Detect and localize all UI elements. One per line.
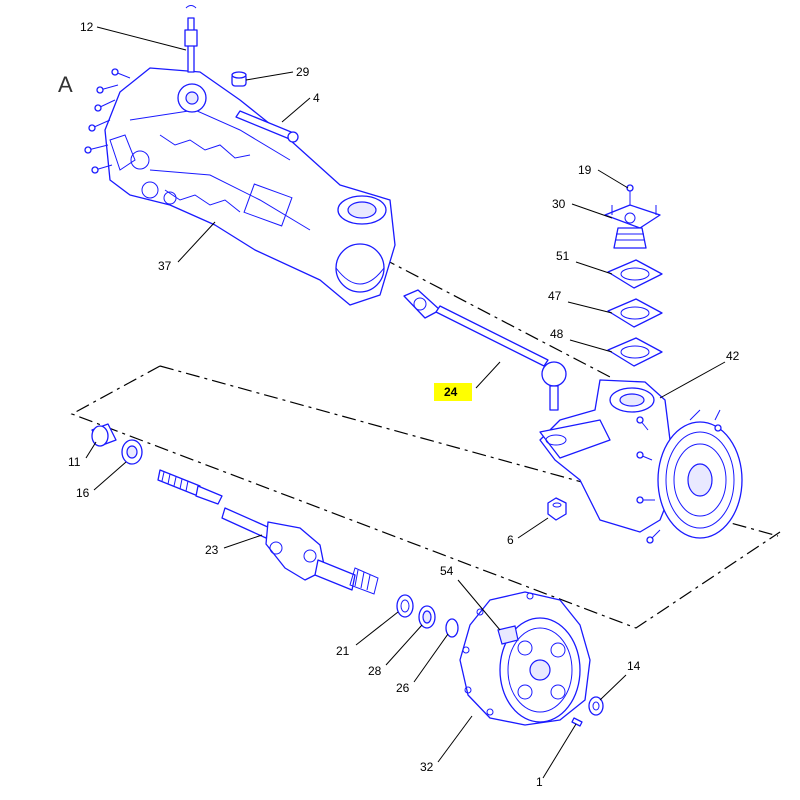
callout-14[interactable]: 14: [599, 659, 641, 701]
callout-label-11: 11: [68, 455, 81, 469]
callout-label-51: 51: [556, 249, 570, 263]
pin[interactable]: [571, 717, 583, 727]
washer-21[interactable]: [396, 594, 414, 618]
leader-line-51: [575, 261, 613, 275]
callout-48[interactable]: 48: [550, 327, 613, 353]
callout-24[interactable]: 24: [434, 361, 501, 401]
leader-line-42: [659, 361, 726, 399]
callout-4[interactable]: 4: [281, 91, 320, 123]
callout-label-23: 23: [205, 543, 219, 557]
leader-line-48: [569, 339, 613, 353]
callout-label-30: 30: [552, 197, 566, 211]
leader-line-32: [437, 715, 473, 763]
callout-11[interactable]: 11: [68, 441, 97, 469]
callout-26[interactable]: 26: [396, 633, 449, 695]
leader-line-26: [413, 633, 449, 683]
leader-line-6: [517, 517, 549, 539]
drive-shaft[interactable]: [157, 469, 379, 595]
callout-37[interactable]: 37: [158, 221, 216, 273]
callout-layer: 12 294 37 19 30 51 47 48 42 24 11 16 23 6 54 21 28 26 14 32…: [68, 20, 740, 789]
callout-54[interactable]: 54: [440, 564, 501, 631]
leader-line-21: [355, 611, 399, 646]
leader-line-19: [597, 169, 629, 189]
callout-label-37: 37: [158, 259, 172, 273]
callout-42[interactable]: 42: [659, 349, 740, 399]
callout-23[interactable]: 23: [205, 534, 263, 557]
callout-label-6: 6: [507, 533, 514, 547]
callout-label-12: 12: [80, 20, 94, 34]
callout-12[interactable]: 12: [80, 20, 187, 51]
axle-housing[interactable]: [84, 67, 396, 306]
callout-label-4: 4: [313, 91, 320, 105]
vent-bolt[interactable]: [184, 5, 198, 73]
callout-label-21: 21: [336, 644, 350, 658]
nut[interactable]: [547, 497, 567, 521]
leader-line-28: [385, 624, 423, 666]
callout-label-24: 24: [444, 385, 458, 399]
leader-line-11: [85, 441, 97, 459]
callout-label-47: 47: [548, 289, 562, 303]
tie-rod[interactable]: [403, 289, 567, 411]
callout-16[interactable]: 16: [76, 461, 127, 500]
callout-label-54: 54: [440, 564, 454, 578]
callout-47[interactable]: 47: [548, 289, 613, 314]
callout-1[interactable]: 1: [536, 723, 577, 789]
steering-knuckle[interactable]: [539, 379, 743, 544]
callout-6[interactable]: 6: [507, 517, 549, 547]
leader-line-12: [96, 26, 187, 51]
callout-label-26: 26: [396, 681, 410, 695]
callout-28[interactable]: 28: [368, 624, 423, 678]
leader-line-23: [223, 534, 263, 549]
callout-label-19: 19: [578, 163, 592, 177]
top-bracket[interactable]: [604, 184, 661, 249]
ring-26[interactable]: [445, 618, 459, 638]
view-letter: A: [58, 72, 73, 97]
callout-label-28: 28: [368, 664, 382, 678]
callout-label-29: 29: [296, 65, 310, 79]
callout-label-14: 14: [627, 659, 641, 673]
leader-line-47: [567, 301, 613, 314]
callout-label-42: 42: [726, 349, 740, 363]
leader-line-16: [93, 461, 127, 491]
leader-line-24: [475, 361, 501, 389]
gasket-51[interactable]: [607, 259, 663, 289]
snap-ring-28[interactable]: [418, 605, 436, 629]
plug[interactable]: [231, 71, 247, 87]
callout-51[interactable]: 51: [556, 249, 613, 275]
callout-label-1: 1: [536, 775, 543, 789]
callout-29[interactable]: 29: [245, 65, 310, 81]
rod[interactable]: [235, 110, 299, 143]
gasket-47[interactable]: [607, 298, 663, 328]
callout-19[interactable]: 19: [578, 163, 629, 189]
gasket-48[interactable]: [607, 337, 663, 367]
leader-line-1: [542, 723, 577, 779]
leader-line-29: [245, 71, 294, 81]
leader-line-14: [599, 674, 627, 701]
leader-line-37: [177, 221, 216, 263]
leader-line-54: [457, 579, 501, 631]
callout-30[interactable]: 30: [552, 197, 613, 219]
leader-line-30: [571, 203, 613, 219]
callout-label-32: 32: [420, 760, 434, 774]
callout-label-16: 16: [76, 486, 90, 500]
highlight-box: [434, 383, 472, 401]
cap[interactable]: [588, 696, 604, 716]
callout-21[interactable]: 21: [336, 611, 399, 658]
callout-32[interactable]: 32: [420, 715, 473, 774]
seal[interactable]: [121, 439, 143, 465]
leader-line-4: [281, 97, 311, 123]
bushing[interactable]: [91, 423, 117, 447]
callout-label-48: 48: [550, 327, 564, 341]
wheel-hub[interactable]: [459, 591, 591, 726]
